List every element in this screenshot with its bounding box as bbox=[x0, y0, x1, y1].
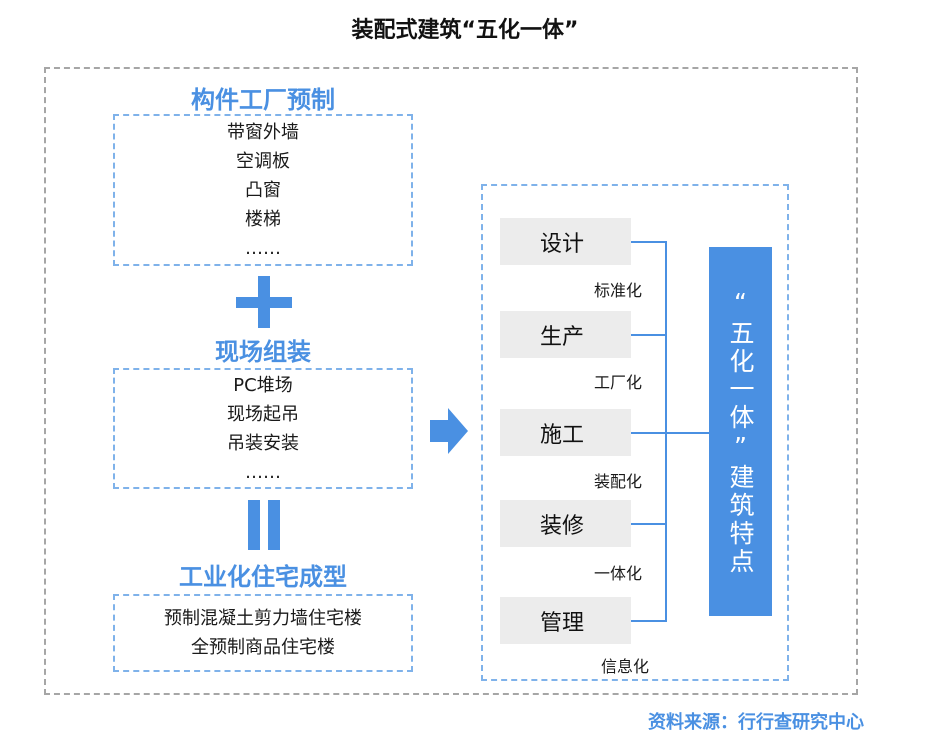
stage-production: 生产 bbox=[500, 311, 631, 358]
source-note: 资料来源：行行查研究中心 bbox=[648, 712, 864, 733]
stage-design: 设计 bbox=[500, 218, 631, 265]
five-in-one-panel bbox=[481, 184, 789, 681]
plus-icon bbox=[236, 276, 292, 328]
list-item: 现场起吊 bbox=[227, 403, 299, 425]
section-heading-result: 工业化住宅成型 bbox=[179, 563, 347, 591]
list-item: 空调板 bbox=[236, 150, 290, 172]
factory-components-box: 带窗外墙 空调板 凸窗 楼梯 …… bbox=[113, 114, 413, 266]
list-item: PC堆场 bbox=[233, 374, 293, 396]
feature-box: “五化一体”建筑特点 bbox=[709, 247, 772, 616]
stage-tag: 装配化 bbox=[594, 472, 643, 491]
list-item: 吊装安装 bbox=[227, 432, 299, 454]
equals-icon bbox=[248, 500, 280, 550]
stage-tag: 工厂化 bbox=[594, 373, 643, 392]
diagram-title: 装配式建筑“五化一体” bbox=[351, 18, 579, 43]
stage-decoration: 装修 bbox=[500, 500, 631, 547]
residential-result-box: 预制混凝土剪力墙住宅楼 全预制商品住宅楼 bbox=[113, 594, 413, 672]
connector-line bbox=[631, 620, 666, 622]
stage-tag: 标准化 bbox=[594, 281, 643, 300]
list-item: 凸窗 bbox=[245, 179, 281, 201]
list-item: 预制混凝土剪力墙住宅楼 bbox=[164, 608, 362, 629]
stage-construction: 施工 bbox=[500, 409, 631, 456]
connector-trunk bbox=[665, 241, 667, 622]
connector-line bbox=[631, 432, 709, 434]
feature-label: “五化一体”建筑特点 bbox=[726, 287, 755, 576]
onsite-assembly-box: PC堆场 现场起吊 吊装安装 …… bbox=[113, 368, 413, 489]
stage-tag: 信息化 bbox=[601, 657, 650, 676]
list-item: 带窗外墙 bbox=[227, 121, 299, 143]
list-item: …… bbox=[245, 461, 281, 483]
list-item: 楼梯 bbox=[245, 208, 281, 230]
section-heading-factory: 构件工厂预制 bbox=[191, 86, 335, 114]
connector-line bbox=[631, 523, 666, 525]
list-item: 全预制商品住宅楼 bbox=[191, 637, 335, 658]
arrow-right-icon bbox=[430, 408, 468, 454]
stage-tag: 一体化 bbox=[594, 564, 643, 583]
list-item: …… bbox=[245, 237, 281, 259]
connector-line bbox=[631, 241, 666, 243]
connector-line bbox=[631, 334, 666, 336]
stage-management: 管理 bbox=[500, 597, 631, 644]
outer-frame bbox=[44, 67, 858, 695]
section-heading-onsite: 现场组装 bbox=[215, 338, 311, 366]
